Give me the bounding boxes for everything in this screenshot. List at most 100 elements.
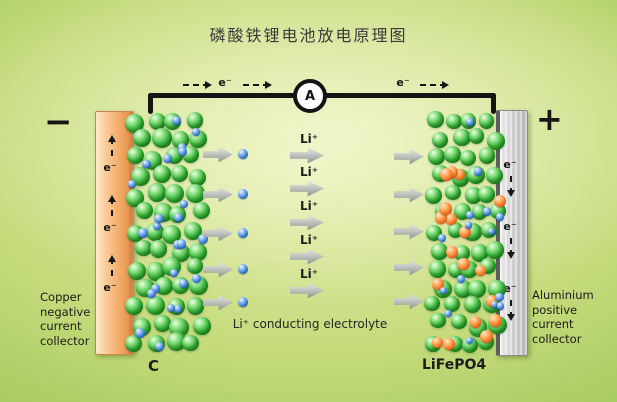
electron-label: e⁻ [103,221,117,234]
phosphate-atom-sphere [428,260,447,279]
lithium-ion-sphere [473,167,483,176]
lithium-ion-sphere [465,221,473,229]
carbon-atom-sphere [148,112,167,130]
carbon-atom-sphere [124,334,142,352]
li-flow-arrow-icon [290,248,324,265]
phosphate-atom-sphere [453,279,472,298]
li-ion-label: Li⁺ [300,267,319,281]
lithium-ion-sphere [152,222,161,231]
iron-atom-sphere [431,336,444,349]
iron-atom-sphere [488,313,502,327]
li-flow-arrow-icon [394,148,424,165]
lithium-ion-sphere [238,228,248,238]
carbon-atom-sphere [153,164,171,183]
iron-atom-sphere [439,202,452,216]
lithium-ion-sphere [179,279,189,289]
carbon-atom-sphere [152,128,172,148]
iron-atom-sphere [445,213,458,226]
phosphate-atom-sphere [468,127,485,144]
lithium-ion-sphere [151,284,160,293]
electron-up-arrow-icon [108,195,116,216]
lithium-ion-sphere [496,213,505,221]
li-flow-arrow-icon [290,282,324,299]
carbon-atom-sphere [127,262,147,281]
lithium-ion-sphere [173,304,183,314]
electron-up-arrow-icon [108,255,116,276]
phosphate-atom-sphere [431,132,449,149]
carbon-atom-sphere [182,334,199,352]
carbon-atom-sphere [188,168,207,187]
li-flow-arrow-icon [203,146,233,163]
phosphate-atom-sphere [486,167,503,185]
anode-label: C [148,357,160,375]
phosphate-atom-sphere [424,186,442,204]
lithium-ion-sphere [440,286,448,295]
lithium-ion-sphere [457,274,466,283]
iron-atom-sphere [493,194,507,208]
phosphate-atom-sphere [460,149,477,166]
lithium-ion-sphere [466,118,474,126]
carbon-atom-sphere [189,242,208,261]
electron-flow-arrow-icon [420,81,449,89]
phosphate-atom-sphere [427,147,446,166]
carbon-atom-sphere [186,296,205,315]
carbon-atom-sphere [193,201,211,219]
ammeter-label: A [304,88,316,104]
lithium-ion-sphere [176,239,187,249]
lifepo4-cathode-electrode [424,111,507,354]
lithium-ion-sphere [465,336,473,344]
phosphate-atom-sphere [451,313,467,330]
electron-label: e⁻ [503,282,517,295]
carbon-atom-sphere [146,296,166,316]
lithium-ion-sphere [173,212,184,223]
lithium-ion-sphere [465,211,474,220]
iron-atom-sphere [469,316,482,328]
phosphate-atom-sphere [478,186,496,203]
lithium-ion-sphere [162,154,172,164]
lithium-ion-sphere [238,149,248,159]
phosphate-atom-sphere [467,279,486,298]
li-flow-arrow-icon [203,186,233,203]
carbon-atom-sphere [162,224,182,244]
phosphate-atom-sphere [453,129,471,147]
iron-atom-sphere [474,264,487,277]
electron-down-arrow-icon [507,238,515,259]
cathode-label: LiFePO4 [422,357,487,373]
phosphate-atom-sphere [453,244,471,261]
lithium-ion-sphere [146,288,156,298]
li-flow-arrow-icon [203,294,233,311]
carbon-atom-sphere [183,222,202,241]
phosphate-atom-sphere [427,111,444,128]
phosphate-atom-sphere [444,295,460,312]
diagram-title: 磷酸铁锂电池放电原理图 [209,26,408,45]
carbon-atom-sphere [164,183,184,203]
iron-atom-sphere [440,168,453,181]
lithium-ion-sphere [170,269,179,278]
lithium-ion-sphere [495,292,504,302]
lithium-ion-sphere [166,303,176,313]
lithium-ion-sphere [171,115,182,126]
circuit-wire-left-stub [148,93,153,114]
lithium-ion-sphere [482,207,492,216]
lithium-ion-sphere [444,309,452,318]
lithium-ion-sphere [437,233,446,242]
iron-atom-sphere [446,246,458,258]
phosphate-atom-sphere [431,243,449,261]
aluminium-collector-label: Aluminium positive current collector [532,288,594,347]
lithium-ion-sphere [178,147,188,157]
li-flow-arrow-icon [290,147,324,164]
carbon-atom-sphere [186,257,204,275]
phosphate-atom-sphere [486,241,504,259]
phosphate-atom-sphere [478,147,496,164]
phosphate-atom-sphere [444,146,461,163]
carbon-atom-sphere [131,167,151,187]
electron-down-arrow-icon [507,300,515,321]
phosphate-atom-sphere [478,113,495,129]
carbon-atom-sphere [147,183,167,202]
electron-down-arrow-icon [507,176,515,197]
electron-label: e⁻ [103,161,117,174]
lithium-ion-sphere [138,228,149,238]
lithium-ion-sphere [238,189,248,199]
li-ion-label: Li⁺ [300,132,319,146]
